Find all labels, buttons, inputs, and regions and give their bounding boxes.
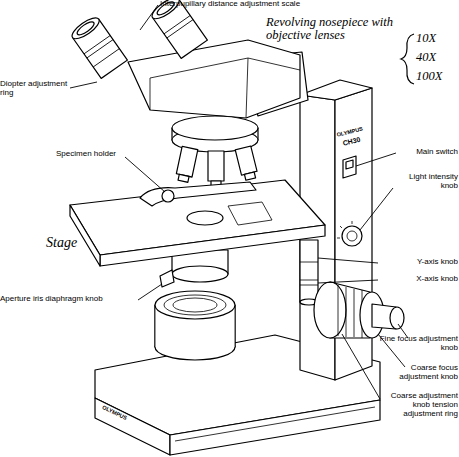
base-front [170, 400, 380, 455]
y-axis-knob-label: Y-axis knob [378, 258, 458, 267]
switch-rocker [346, 160, 353, 169]
xy-knob-ring [300, 262, 318, 285]
binocular-head [128, 40, 300, 118]
tension-ring-label: Coarse adjustment knob tension adjustmen… [372, 392, 458, 419]
head-edge [150, 58, 300, 110]
stage-aperture [187, 211, 223, 225]
lamp-top [155, 291, 235, 319]
eyepiece-lens [75, 20, 96, 37]
arm-top [300, 80, 372, 100]
objective-tip [244, 172, 255, 180]
fine-focus-label: Fine focus adjustment knob [376, 335, 458, 353]
magnification-label: 100X [416, 70, 458, 83]
leader-line [140, 5, 158, 30]
diopter-ring-label: Diopter adjustment ring [0, 80, 72, 98]
objective-lens [235, 146, 257, 175]
main-switch-label: Main switch [388, 148, 458, 157]
base-edge [175, 407, 375, 441]
interpupillary-scale-label: Interpupillary distance adjustment scale [160, 0, 360, 9]
nosepiece-top [172, 116, 258, 140]
stage-cutout [228, 202, 272, 225]
x-axis-knob-label: X-axis knob [378, 275, 458, 284]
magnification-label: 40X [416, 51, 458, 64]
stage-label: Stage [46, 236, 106, 251]
head-edge [246, 58, 248, 118]
leader-line [342, 334, 380, 399]
brace [401, 34, 414, 84]
light-knob-label: Light intensity knob [392, 173, 458, 191]
coarse-focus-label: Coarse focus adjustment knob [376, 364, 458, 382]
eyepiece-tube [153, 0, 208, 58]
eyepiece-ring [164, 16, 193, 38]
stage-front [100, 225, 325, 266]
holder-clip [162, 190, 174, 202]
field-lens [173, 298, 217, 312]
condenser-bottom [172, 266, 228, 282]
leader-line [125, 157, 165, 192]
leader-line [70, 82, 97, 88]
knob-scale [337, 221, 352, 238]
base-side [95, 398, 170, 455]
objective-tip [178, 174, 189, 182]
lamp-ring [164, 295, 226, 315]
light-intensity-knob [342, 226, 362, 246]
objective-lens [208, 151, 224, 181]
tension-ring [314, 282, 346, 338]
aperture-knob-label: Aperture iris diaphragm knob [0, 295, 140, 304]
xy-knob [300, 240, 318, 302]
knob-center [347, 231, 357, 241]
nosepiece-label: Revolving nosepiece with objective lense… [266, 16, 414, 42]
leader-line [318, 280, 378, 283]
diopter-ring [84, 36, 119, 67]
leader-line [318, 258, 378, 263]
main-switch [343, 156, 356, 178]
leader-line [356, 153, 396, 166]
objective-lens [176, 146, 197, 177]
magnification-label: 10X [416, 32, 458, 45]
knob-knurl [338, 285, 362, 338]
specimen-holder-label: Specimen holder [56, 150, 156, 159]
leader-line [360, 188, 393, 230]
leader-line [138, 284, 162, 300]
fine-focus-knob [390, 307, 404, 329]
eyepiece-tube [73, 19, 128, 78]
eyepiece-top [69, 14, 102, 42]
